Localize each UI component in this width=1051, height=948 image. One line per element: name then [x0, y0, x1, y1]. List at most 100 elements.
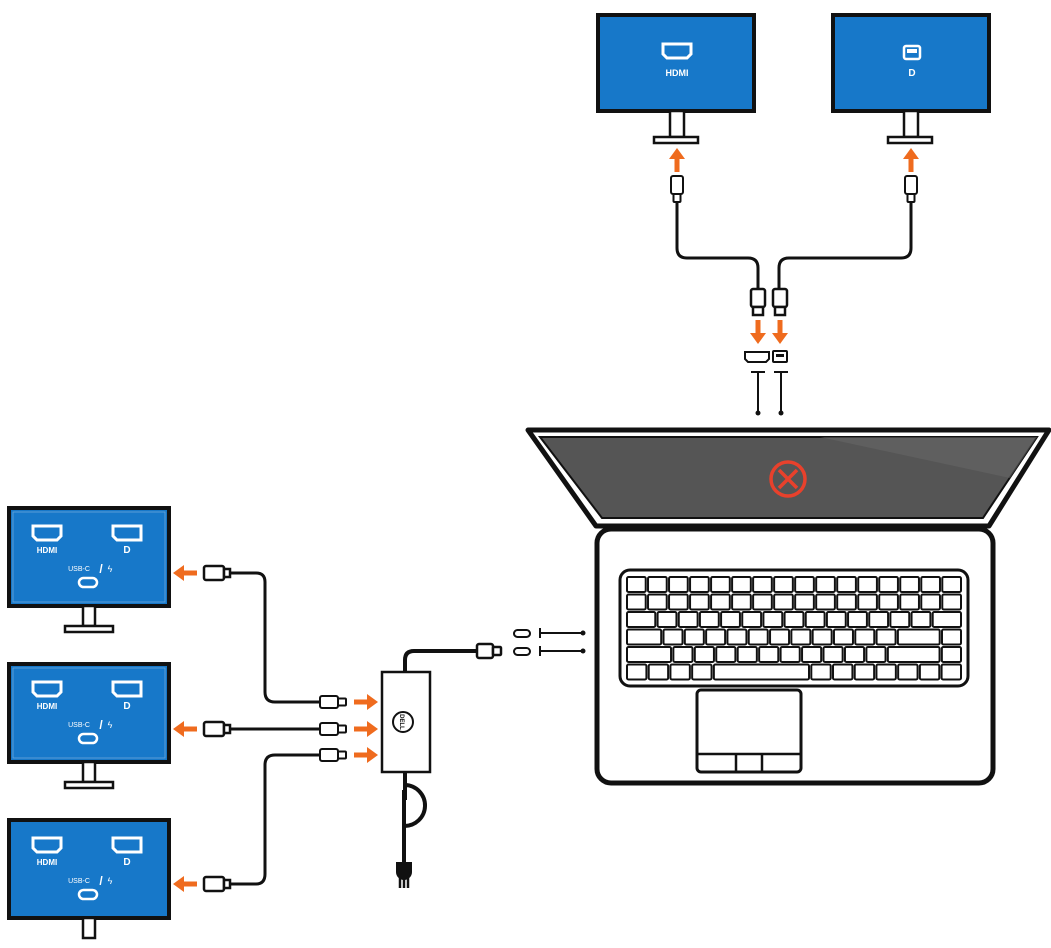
keyboard-key	[875, 628, 897, 646]
keyboard-key	[773, 576, 794, 593]
keyboard-key	[626, 628, 663, 646]
keyboard-key	[897, 663, 919, 681]
keyboard-key	[810, 663, 832, 681]
usbc-label: USB-C	[68, 566, 90, 573]
keyboard-key	[836, 593, 857, 611]
keyboard-key	[731, 593, 752, 611]
usbc-cable-plug	[475, 642, 503, 660]
svg-text:DELL: DELL	[398, 714, 404, 730]
left-monitor-3: HDMI D USB-C / ϟ	[7, 818, 171, 940]
keyboard-key	[626, 663, 648, 681]
cable-plug-icon	[670, 175, 684, 203]
keyboard-key	[689, 593, 710, 611]
keyboard-key	[762, 611, 784, 628]
slash-label: /	[99, 718, 103, 732]
keyboard-key	[857, 593, 878, 611]
arrow-up-icon	[903, 148, 919, 172]
keyboard-key	[769, 628, 791, 646]
cable-plug-icon	[319, 722, 347, 736]
cable-plug-icon	[319, 748, 347, 762]
keyboard-key	[854, 628, 876, 646]
hdmi-cable-plug	[749, 287, 767, 317]
keyboard-key	[712, 663, 810, 681]
dp-cable-plug	[771, 287, 789, 317]
top-left-monitor: HDMI	[596, 13, 756, 145]
keyboard-key	[698, 611, 720, 628]
usbc-label: USB-C	[68, 722, 90, 729]
keyboard-key	[920, 593, 941, 611]
dp-label: D	[123, 701, 130, 712]
keyboard-key	[758, 646, 780, 663]
hdmi-icon	[661, 42, 693, 60]
displayport-icon	[902, 44, 922, 61]
keyboard-key	[672, 646, 694, 663]
slash-label: /	[99, 562, 103, 576]
arrow-down-icon	[772, 320, 788, 344]
keyboard-key	[865, 646, 887, 663]
keyboard-key	[779, 646, 801, 663]
keyboard-key	[626, 593, 647, 611]
keyboard-key	[815, 593, 836, 611]
keyboard-key	[940, 663, 962, 681]
keyboard-key	[853, 663, 876, 681]
keyboard-key	[857, 576, 878, 593]
keyboard-key	[710, 593, 731, 611]
keyboard-key	[693, 646, 715, 663]
keyboard-key	[668, 576, 689, 593]
keyboard-key	[726, 628, 748, 646]
keyboard-key	[804, 611, 826, 628]
keyboard	[626, 576, 963, 681]
cable-plug-icon	[319, 695, 347, 709]
keyboard-key	[626, 611, 657, 628]
keyboard-key	[736, 646, 758, 663]
keyboard-key	[647, 593, 668, 611]
arrow-left-icon	[173, 876, 197, 892]
keyboard-key	[747, 628, 769, 646]
keyboard-key	[752, 576, 773, 593]
keyboard-key	[794, 593, 815, 611]
cable-plug-icon	[202, 564, 232, 582]
keyboard-key	[656, 611, 678, 628]
keyboard-key	[801, 646, 823, 663]
laptop-usbc-port-icon	[513, 646, 586, 656]
keyboard-key	[790, 628, 812, 646]
left-monitor-2: HDMI D USB-C / ϟ	[7, 662, 171, 790]
keyboard-key	[918, 663, 941, 681]
keyboard-key	[626, 646, 673, 663]
power-plug-icon	[396, 862, 412, 888]
keyboard-key	[691, 663, 713, 681]
thunderbolt-icon: ϟ	[108, 564, 113, 574]
hdmi-label: HDMI	[37, 546, 57, 555]
cable-plug-icon	[904, 175, 918, 203]
keyboard-key	[941, 576, 962, 593]
keyboard-key	[940, 646, 962, 663]
keyboard-key	[889, 611, 911, 628]
keyboard-key	[878, 593, 899, 611]
dell-logo: DELL	[392, 711, 414, 733]
keyboard-key	[705, 628, 727, 646]
keyboard-key	[731, 576, 752, 593]
keyboard-key	[878, 576, 899, 593]
keyboard-key	[899, 576, 920, 593]
keyboard-key	[783, 611, 805, 628]
keyboard-key	[843, 646, 866, 663]
cable-plug-icon	[202, 720, 232, 738]
keyboard-key	[847, 611, 868, 628]
keyboard-key	[647, 576, 668, 593]
keyboard-key	[715, 646, 737, 663]
keyboard-key	[710, 576, 731, 593]
keyboard-key	[773, 593, 794, 611]
keyboard-key	[822, 646, 844, 663]
dell-adapter: DELL	[380, 670, 432, 774]
keyboard-key	[940, 628, 963, 646]
dp-label: D	[908, 68, 915, 79]
keyboard-key	[941, 593, 962, 611]
arrow-right-icon	[354, 694, 378, 710]
keyboard-key	[825, 611, 847, 628]
touchpad	[695, 688, 803, 774]
keyboard-key	[752, 593, 773, 611]
usbc-label: USB-C	[68, 878, 90, 885]
keyboard-key	[832, 663, 854, 681]
keyboard-key	[626, 576, 647, 593]
